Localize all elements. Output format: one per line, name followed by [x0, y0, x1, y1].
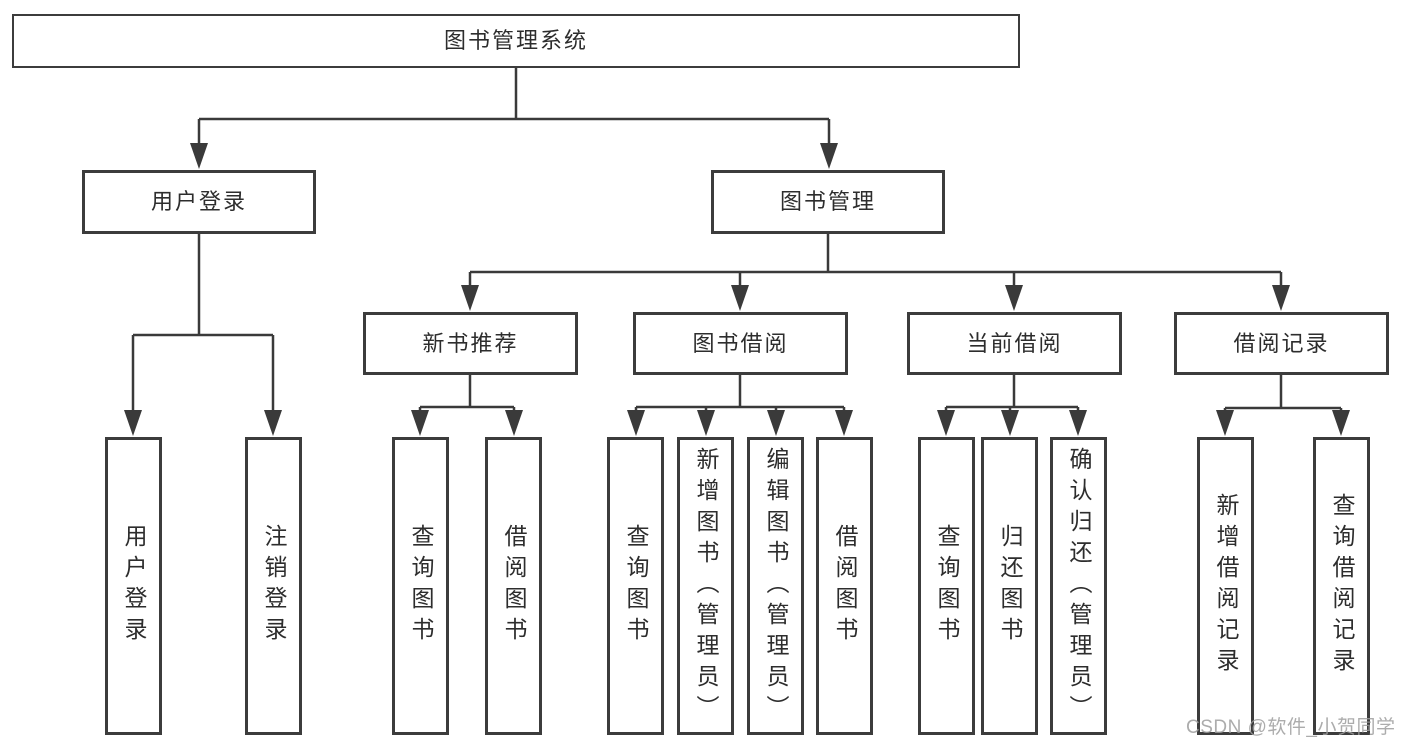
leaf-bb-borrow-books: 借阅图书 — [816, 437, 873, 735]
leaf-cb-query-books: 查询图书 — [918, 437, 975, 735]
arrow-down-icon — [835, 410, 853, 436]
node-borrow-records-label: 借阅记录 — [1233, 330, 1330, 356]
connector-root-to-level2 — [190, 68, 838, 169]
leaf-logout: 注销登录 — [245, 437, 302, 735]
leaf-user-login: 用户登录 — [105, 437, 162, 735]
node-root-label: 图书管理系统 — [443, 28, 588, 53]
node-book-borrow: 图书借阅 — [633, 312, 848, 375]
arrow-down-icon — [505, 410, 523, 436]
arrow-down-icon — [124, 410, 142, 436]
node-new-book-rec-label: 新书推荐 — [422, 330, 519, 356]
connector-new-book-rec-to-leaves — [411, 375, 523, 436]
arrow-down-icon — [731, 285, 749, 311]
leaf-rec-query-books: 查询图书 — [392, 437, 449, 735]
connector-borrow-records-to-leaves — [1216, 375, 1350, 436]
arrow-down-icon — [1001, 410, 1019, 436]
arrow-down-icon — [627, 410, 645, 436]
leaf-br-add-record-label: 新增借阅记录 — [1213, 493, 1239, 679]
arrow-down-icon — [1216, 410, 1234, 436]
leaf-cb-return-books: 归还图书 — [981, 437, 1038, 735]
node-book-borrow-label: 图书借阅 — [692, 330, 789, 356]
leaf-bb-edit-books-admin: 编辑图书（管理员） — [747, 437, 804, 735]
arrow-down-icon — [1272, 285, 1290, 311]
connector-book-mgmt-to-level3 — [461, 234, 1290, 311]
node-new-book-rec: 新书推荐 — [363, 312, 578, 375]
leaf-bb-query-books-label: 查询图书 — [623, 524, 649, 648]
arrow-down-icon — [264, 410, 282, 436]
node-borrow-records: 借阅记录 — [1174, 312, 1389, 375]
arrow-down-icon — [697, 410, 715, 436]
leaf-rec-borrow-books-label: 借阅图书 — [501, 524, 527, 648]
arrow-down-icon — [820, 143, 838, 169]
arrow-down-icon — [411, 410, 429, 436]
leaf-logout-label: 注销登录 — [261, 524, 287, 648]
csdn-watermark: CSDN @软件_小贺同学 — [1186, 717, 1396, 738]
arrow-down-icon — [1332, 410, 1350, 436]
arrow-down-icon — [937, 410, 955, 436]
node-current-borrow: 当前借阅 — [907, 312, 1122, 375]
leaf-cb-confirm-return-admin-label: 确认归还（管理员） — [1066, 446, 1092, 726]
connector-current-borrow-to-leaves — [937, 375, 1087, 436]
leaf-bb-query-books: 查询图书 — [607, 437, 664, 735]
leaf-rec-query-books-label: 查询图书 — [408, 524, 434, 648]
node-root: 图书管理系统 — [12, 14, 1020, 68]
node-current-borrow-label: 当前借阅 — [966, 330, 1063, 356]
arrow-down-icon — [1005, 285, 1023, 311]
leaf-bb-borrow-books-label: 借阅图书 — [832, 524, 858, 648]
leaf-user-login-label: 用户登录 — [121, 524, 147, 648]
node-user-login-label: 用户登录 — [150, 189, 247, 214]
node-book-mgmt-label: 图书管理 — [779, 189, 876, 214]
leaf-bb-add-books-admin: 新增图书（管理员） — [677, 437, 734, 735]
node-user-login: 用户登录 — [82, 170, 316, 234]
leaf-cb-confirm-return-admin: 确认归还（管理员） — [1050, 437, 1107, 735]
leaf-bb-edit-books-admin-label: 编辑图书（管理员） — [763, 446, 789, 726]
node-book-mgmt: 图书管理 — [711, 170, 945, 234]
leaf-cb-query-books-label: 查询图书 — [934, 524, 960, 648]
leaf-rec-borrow-books: 借阅图书 — [485, 437, 542, 735]
leaf-br-query-record: 查询借阅记录 — [1313, 437, 1370, 735]
connector-book-borrow-to-leaves — [627, 375, 853, 436]
leaf-br-query-record-label: 查询借阅记录 — [1329, 493, 1355, 679]
arrow-down-icon — [767, 410, 785, 436]
leaf-br-add-record: 新增借阅记录 — [1197, 437, 1254, 735]
arrow-down-icon — [461, 285, 479, 311]
arrow-down-icon — [190, 143, 208, 169]
leaf-bb-add-books-admin-label: 新增图书（管理员） — [693, 446, 719, 726]
arrow-down-icon — [1069, 410, 1087, 436]
leaf-cb-return-books-label: 归还图书 — [997, 524, 1023, 648]
connector-user-login-to-leaves — [124, 234, 282, 436]
